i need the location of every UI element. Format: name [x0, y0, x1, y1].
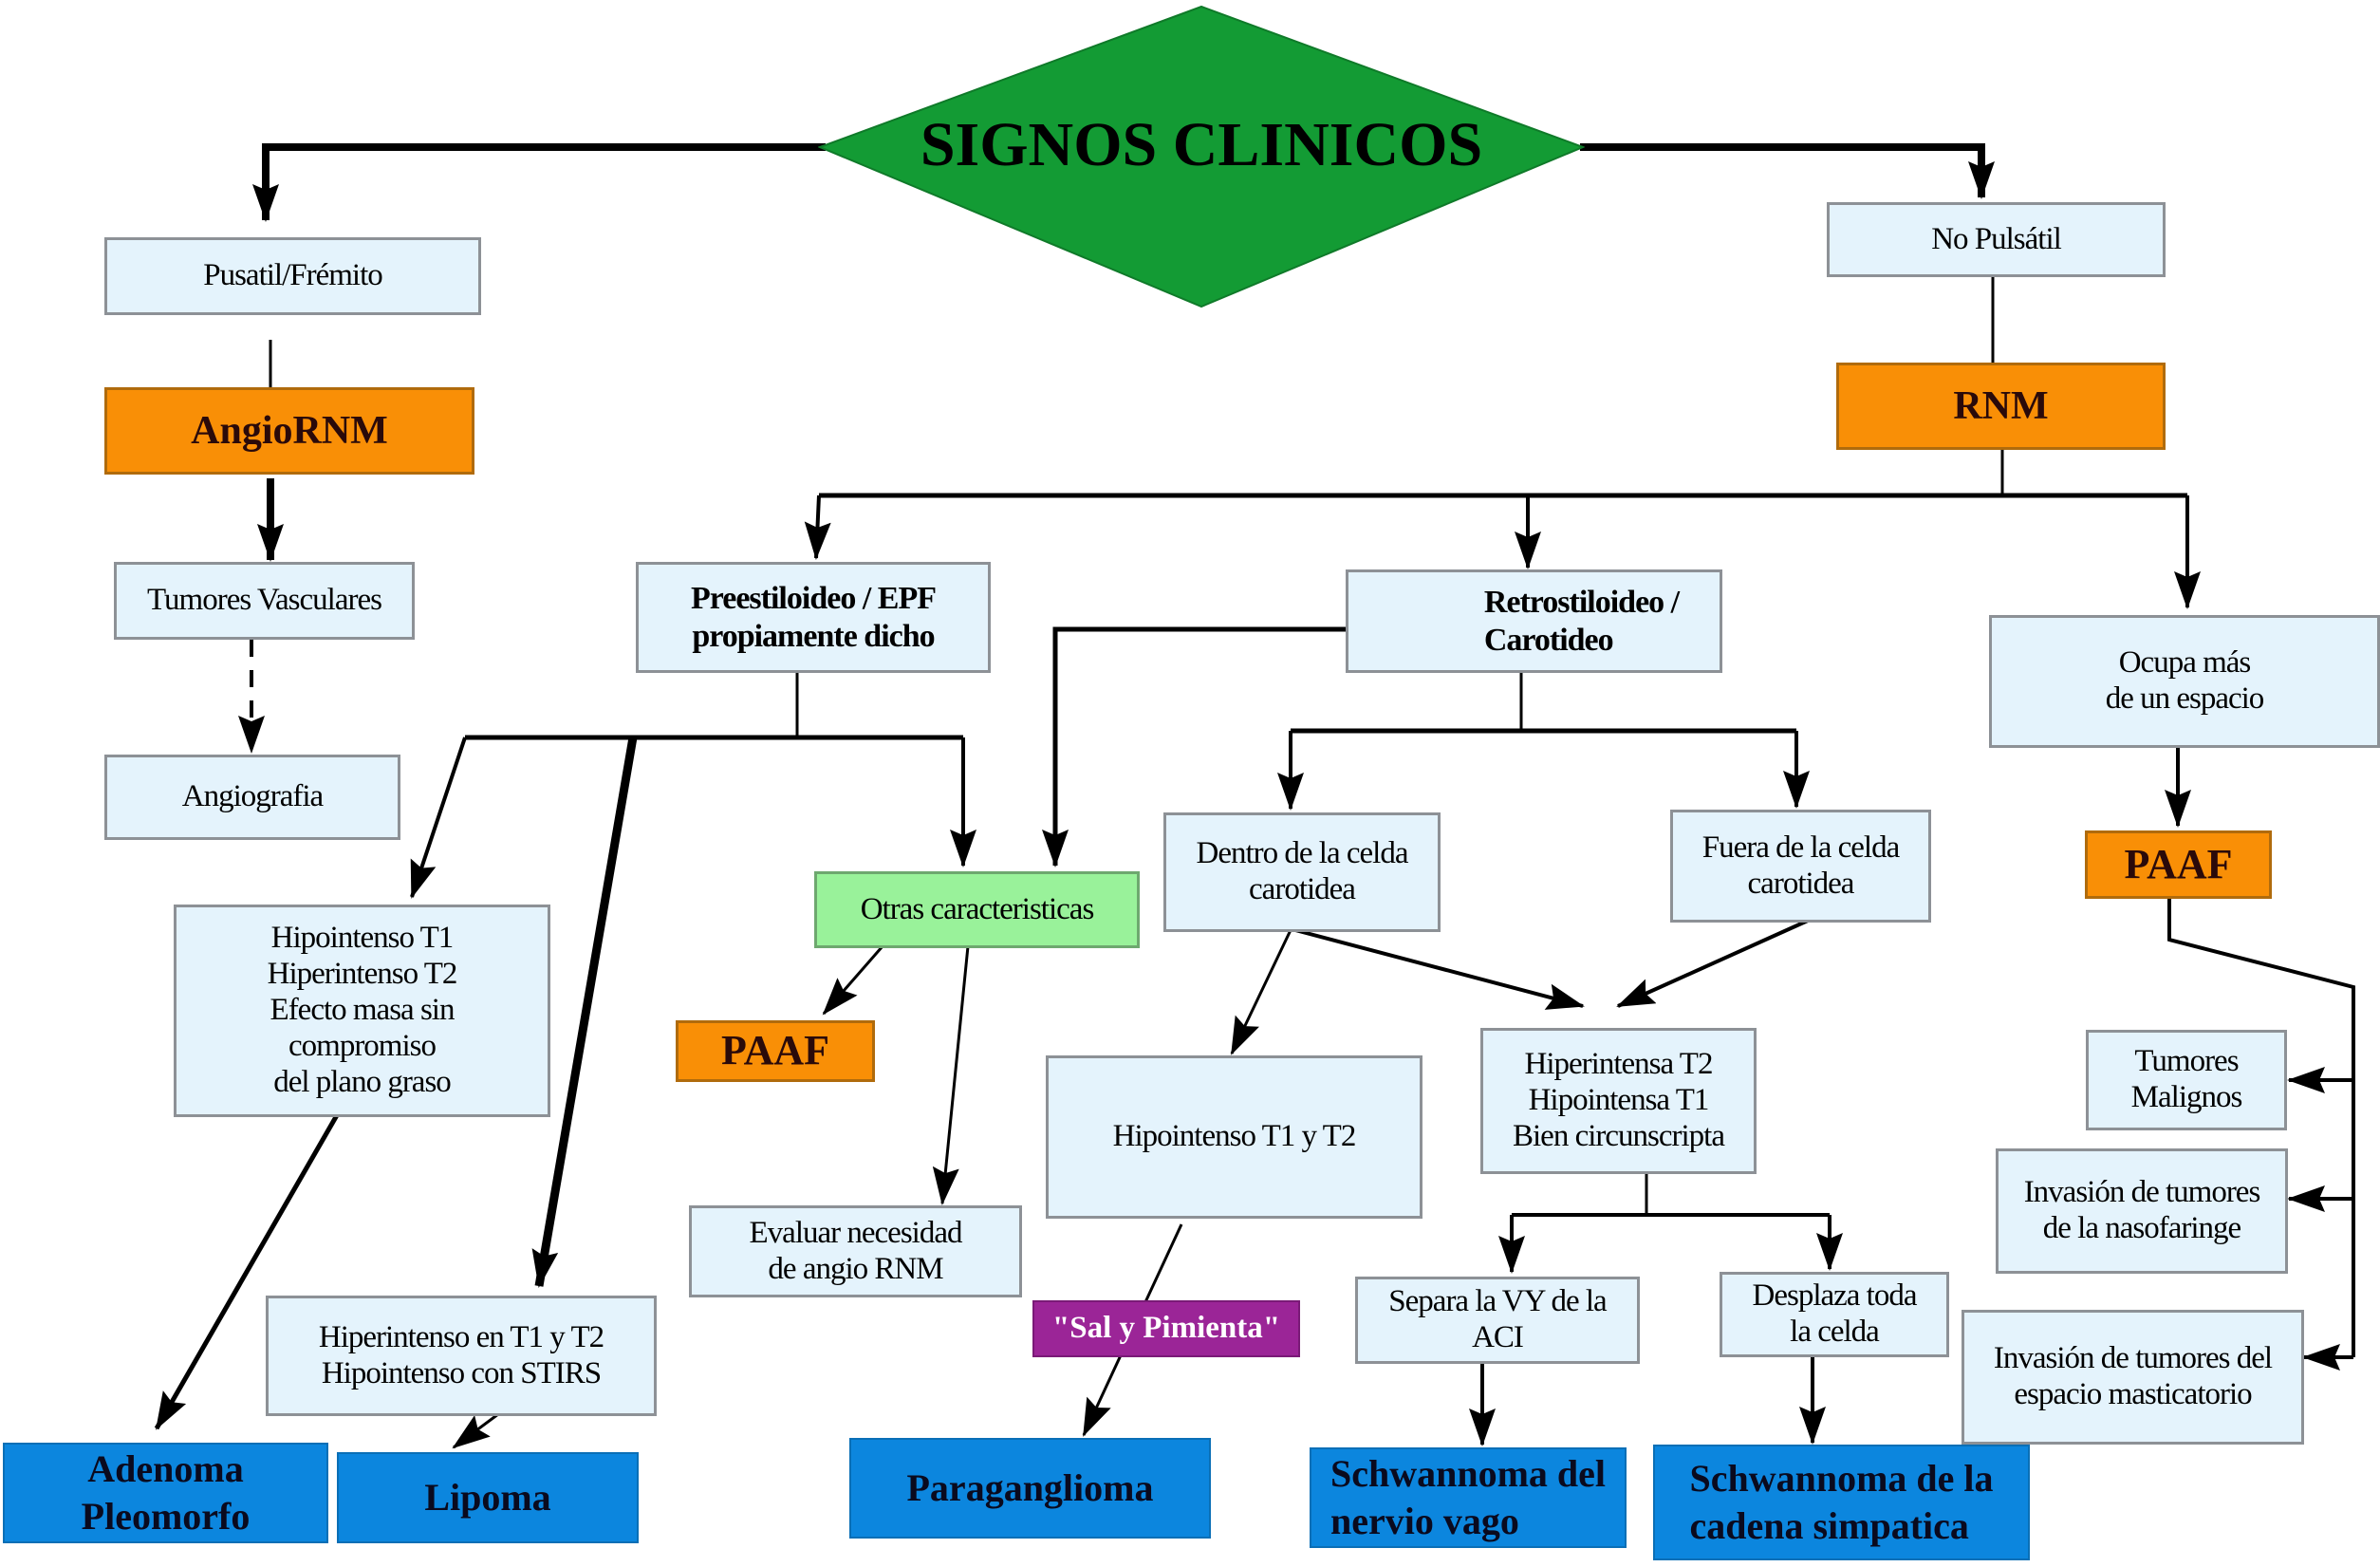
node-paaf-mid: PAAF: [676, 1020, 875, 1082]
node-hiper-t1-t2-stir: Hiperintenso en T1 y T2 Hipointenso con …: [266, 1296, 657, 1416]
edge-retrostiloideo-otras: [1042, 626, 1346, 867]
node-hipo-t1-hiper-t2: Hipointenso T1 Hiperintenso T2 Efecto ma…: [174, 905, 550, 1117]
node-hiper-t2-hipo-t1: Hiperintensa T2 Hipointensa T1 Bien circ…: [1480, 1028, 1757, 1174]
node-tumores-vasculares: Tumores Vasculares: [114, 562, 415, 640]
node-lipoma: Lipoma: [337, 1452, 639, 1543]
node-paaf-right: PAAF: [2085, 830, 2272, 899]
node-sal-pimienta: "Sal y Pimienta": [1032, 1300, 1300, 1357]
node-angiografia: Angiografia: [104, 755, 400, 840]
edge-dentro-hipo-t1-t2: [1230, 929, 1292, 1055]
node-preestiloideo: Preestiloideo / EPF propiamente dicho: [636, 562, 991, 673]
edge-preestiloideo-stir: [531, 737, 638, 1288]
node-hipo-t1-t2: Hipointenso T1 y T2: [1046, 1055, 1422, 1219]
node-separa-vy: Separa la VY de la ACI: [1355, 1277, 1640, 1364]
node-schwannoma-simpatica: Schwannoma de la cadena simpatica: [1653, 1445, 2030, 1560]
edge-otras-evaluar: [932, 945, 970, 1205]
node-invasion-nasofaringe: Invasión de tumores de la nasofaringe: [1996, 1148, 2288, 1274]
root-title: SIGNOS CLINICOS: [920, 110, 1483, 179]
edge-paaf-bus: [2167, 897, 2355, 1357]
node-adenoma-pleomorfo: Adenoma Pleomorfo: [3, 1443, 328, 1543]
edge-stir-lipoma: [452, 1412, 499, 1449]
edge-dentro-hiper-t2: [1294, 928, 1585, 1010]
node-schwannoma-vago: Schwannoma del nervio vago: [1310, 1447, 1627, 1548]
node-paraganglioma: Paraganglioma: [849, 1438, 1211, 1539]
edge-preestiloideo-hipo-t1: [410, 737, 467, 899]
node-dentro-celda: Dentro de la celda carotidea: [1163, 812, 1441, 932]
root-diamond-shape: [818, 5, 1585, 308]
node-ocupa-mas: Ocupa más de un espacio: [1989, 615, 2380, 748]
node-pulsatil: Pusatil/Frémito: [104, 237, 481, 315]
node-no-pulsatil: No Pulsátil: [1827, 202, 2166, 277]
node-otras-caracteristicas: Otras caracteristicas: [814, 871, 1140, 948]
node-fuera-celda: Fuera de la celda carotidea: [1670, 810, 1931, 923]
node-rnm: RNM: [1836, 363, 2166, 450]
edge-fuera-hiper-t2: [1616, 919, 1809, 1008]
edge-root-no-pulsatil: [1580, 143, 1995, 199]
edge-rnm-preestiloideo: [804, 494, 831, 560]
edge-hipo-t1-adenoma: [154, 1113, 340, 1430]
node-invasion-masticatorio: Invasión de tumores del espacio masticat…: [1962, 1310, 2304, 1445]
node-desplaza-celda: Desplaza toda la celda: [1720, 1272, 1949, 1357]
edge-otras-paaf: [822, 945, 884, 1016]
node-tumores-malignos: Tumores Malignos: [2086, 1030, 2287, 1130]
node-retrostiloideo: Retrostiloideo / Carotideo: [1346, 569, 1722, 673]
node-angiornm: AngioRNM: [104, 387, 474, 475]
node-evaluar-angio: Evaluar necesidad de angio RNM: [689, 1205, 1022, 1297]
edge-root-pulsatil: [252, 143, 826, 222]
